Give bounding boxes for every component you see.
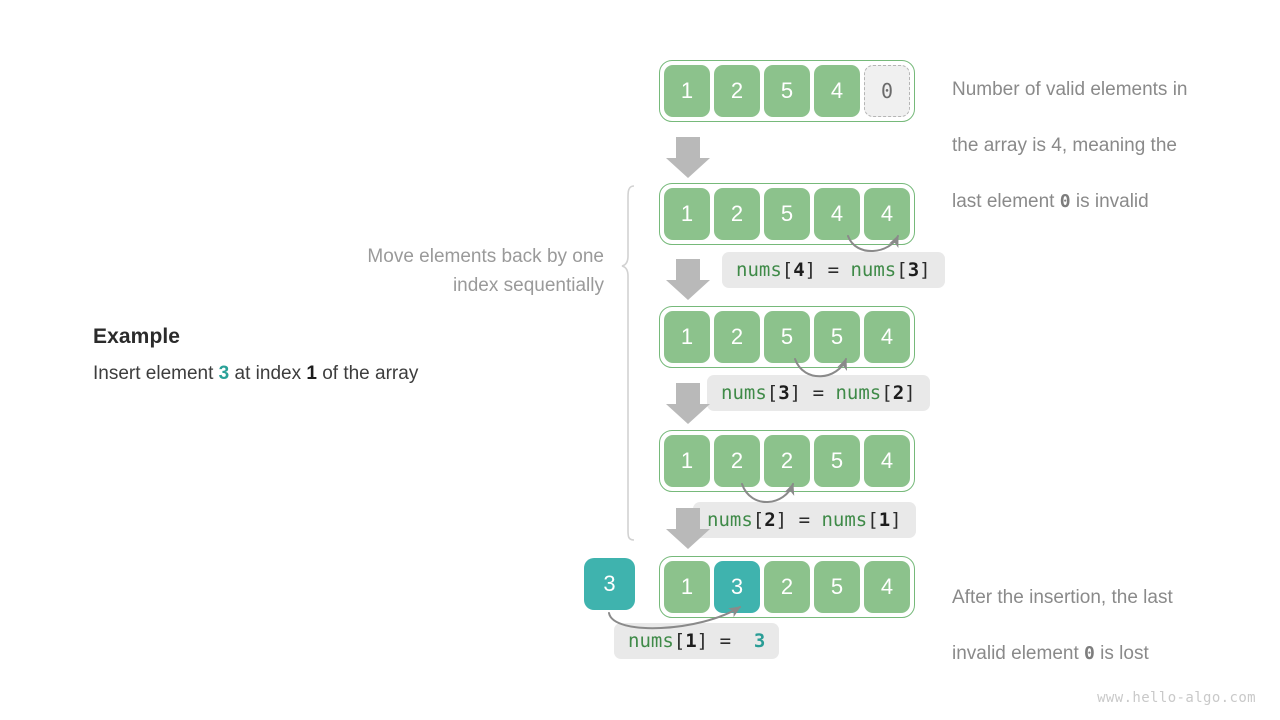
code-lhs-index: 4 (793, 259, 805, 281)
code-rhs-fn: nums (835, 382, 882, 404)
code-rhs-index: 2 (892, 382, 905, 404)
top-annotation: Number of valid elements in the array is… (952, 48, 1267, 244)
code-lhs-close: ] (789, 382, 802, 404)
watermark: www.hello-algo.com (1097, 690, 1256, 706)
array-cell: 4 (814, 65, 860, 117)
array-cell: 5 (814, 561, 860, 613)
bottom-annotation-line-2-a: invalid element (952, 643, 1085, 664)
top-annotation-line-2: the array is 4, meaning the (952, 135, 1177, 156)
code-rhs-index: 1 (878, 509, 891, 531)
array-cell: 1 (664, 435, 710, 487)
bottom-annotation-line-1: After the insertion, the last (952, 587, 1173, 608)
code-rhs-value: 3 (753, 630, 766, 652)
page-title: Example (93, 325, 181, 348)
move-elements-note: Move elements back by one index sequenti… (367, 246, 604, 296)
code-lhs-close: ] (696, 630, 709, 652)
array-cell: 4 (814, 188, 860, 240)
code-rhs-fn: nums (821, 509, 868, 531)
code-equals: = (798, 509, 811, 531)
flow-down-arrow-1 (666, 137, 710, 178)
array-cell: 4 (864, 311, 910, 363)
code-rhs-open: [ (867, 509, 879, 531)
example-description: Insert element 3 at index 1 of the array (93, 363, 563, 385)
code-lhs-fn: nums (628, 630, 674, 652)
code-lhs-fn: nums (736, 259, 782, 281)
code-lhs-open: [ (673, 630, 686, 652)
array-cell-invalid: 0 (864, 65, 910, 117)
example-desc-prefix: Insert element (93, 363, 219, 384)
example-desc-index: 1 (306, 363, 317, 384)
array-cell: 1 (664, 188, 710, 240)
bottom-annotation-line-2-b: is lost (1094, 643, 1149, 664)
code-lhs-open: [ (781, 259, 794, 281)
code-equals: = (812, 382, 825, 404)
array-cell: 1 (664, 311, 710, 363)
array-cell: 2 (714, 65, 760, 117)
code-rhs-fn: nums (850, 259, 897, 281)
code-lhs-index: 2 (764, 509, 776, 531)
code-label-final: nums[1] = 3 (614, 623, 780, 659)
grouping-brace (621, 185, 635, 541)
array-cell: 2 (714, 435, 760, 487)
bottom-annotation-code-zero: 0 (1084, 643, 1095, 664)
code-lhs-index: 3 (778, 382, 790, 404)
array-cell-inserted: 3 (714, 561, 760, 613)
array-cell: 2 (764, 435, 810, 487)
code-lhs-open: [ (752, 509, 765, 531)
code-rhs-index: 3 (907, 259, 920, 281)
code-equals: = (827, 259, 840, 281)
array-cell: 2 (714, 311, 760, 363)
code-rhs-close: ] (890, 509, 902, 531)
array-row-final: 1 3 2 5 4 (659, 556, 915, 618)
example-desc-middle: at index (229, 363, 307, 384)
bottom-annotation-line-2: invalid element 0 is lost (952, 640, 1272, 668)
array-cell: 4 (864, 435, 910, 487)
example-block: Example Insert element 3 at index 1 of t… (93, 325, 563, 385)
code-equals: = (719, 630, 732, 652)
example-desc-suffix: of the array (316, 363, 419, 384)
top-annotation-line-3-b: is invalid (1070, 191, 1149, 212)
code-rhs-open: [ (896, 259, 908, 281)
array-row-step-2: 1 2 5 5 4 (659, 306, 915, 368)
array-cell: 4 (864, 561, 910, 613)
code-label-step-1: nums[4] = nums[3] (722, 252, 945, 288)
array-row-step-1: 1 2 5 4 4 (659, 183, 915, 245)
code-label-step-2: nums[3] = nums[2] (707, 375, 930, 411)
code-lhs-open: [ (766, 382, 779, 404)
code-lhs-fn: nums (707, 509, 753, 531)
array-cell: 5 (764, 311, 810, 363)
array-cell: 1 (664, 65, 710, 117)
array-cell: 5 (814, 435, 860, 487)
array-cell: 5 (764, 188, 810, 240)
code-lhs-fn: nums (721, 382, 767, 404)
code-label-step-3: nums[2] = nums[1] (693, 502, 916, 538)
bottom-annotation: After the insertion, the last invalid el… (952, 556, 1272, 696)
top-annotation-line-3: last element 0 is invalid (952, 188, 1267, 216)
code-rhs-close: ] (919, 259, 931, 281)
code-lhs-index: 1 (685, 630, 697, 652)
top-annotation-line-1: Number of valid elements in (952, 79, 1188, 100)
code-rhs-open: [ (881, 382, 893, 404)
flow-down-arrow-3 (666, 383, 710, 424)
array-cell: 2 (714, 188, 760, 240)
array-row-step-3: 1 2 2 5 4 (659, 430, 915, 492)
code-rhs-close: ] (904, 382, 916, 404)
flow-down-arrow-2 (666, 259, 710, 300)
array-cell: 4 (864, 188, 910, 240)
array-cell: 5 (814, 311, 860, 363)
array-cell: 1 (664, 561, 710, 613)
top-annotation-line-3-a: last element (952, 191, 1060, 212)
top-annotation-code-zero: 0 (1059, 191, 1071, 212)
code-lhs-close: ] (804, 259, 817, 281)
array-row-initial: 1 2 5 4 0 (659, 60, 915, 122)
insert-value-box: 3 (584, 558, 635, 610)
array-cell: 5 (764, 65, 810, 117)
code-lhs-close: ] (775, 509, 788, 531)
array-cell: 2 (764, 561, 810, 613)
example-desc-value: 3 (218, 363, 230, 384)
